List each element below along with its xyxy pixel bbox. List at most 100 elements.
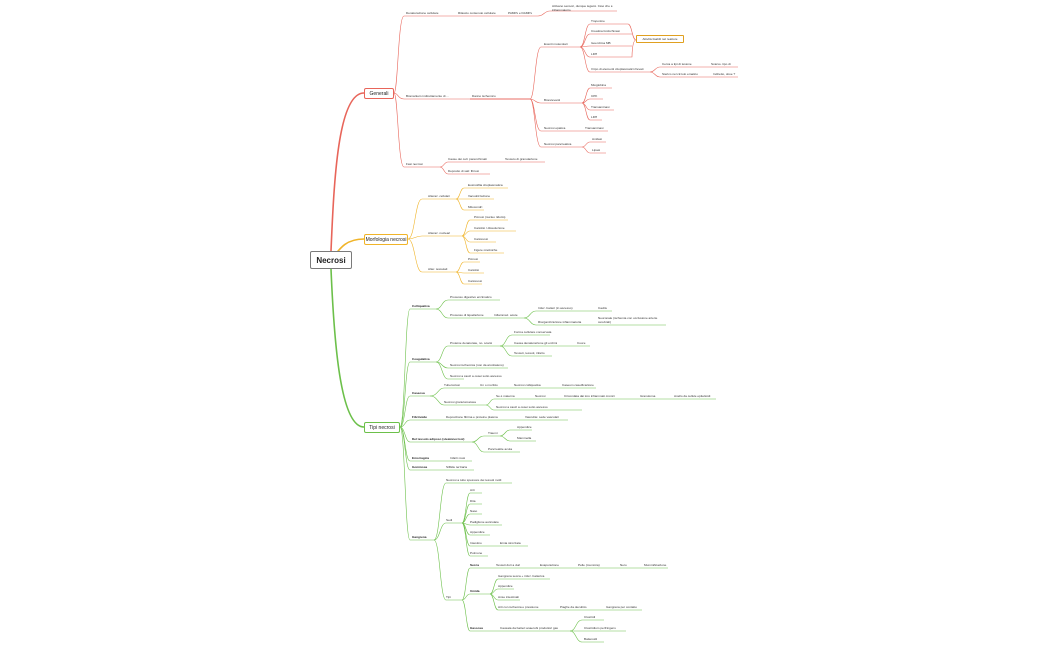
label-necrosi-epatica: Necrosi epatica <box>544 126 566 130</box>
label-clostridi: Clostridi <box>584 615 596 619</box>
label-infiammaz: Infiammaz. acute <box>494 313 518 317</box>
label-naso: Naso <box>470 509 478 513</box>
label-transaminasi: Transaminasi <box>591 105 610 109</box>
label-attiva: Attivano sensori, dunque legami. Cioè ch… <box>552 4 613 12</box>
label-forma: Forma cellulare conservata <box>514 330 552 334</box>
label-appendice2: Appendice <box>470 530 485 534</box>
label-cuore: Cuore <box>577 341 586 345</box>
label-caseum: Caseum caseificazione <box>562 383 594 387</box>
label-fasi: Fasi necrosi <box>406 162 423 166</box>
label-caseosa: Caseosa <box>412 391 425 395</box>
summary-box: Attività lisabili nel reattore <box>636 35 684 43</box>
node-tipi[interactable]: Tipi necrosi <box>364 422 400 433</box>
label-necrosi-pancreatica: Necrosi pancreatica <box>544 142 572 146</box>
label-creatina: Creatina fosfochinasi <box>591 29 620 33</box>
label-troponine: Troponine <box>591 19 605 23</box>
label-mummificata: Mummificazione <box>644 563 667 567</box>
label-nero: Nero <box>620 563 627 567</box>
label-figure: Figure mieliniche <box>474 248 498 252</box>
label-proc-digestivo: Processo digestivo enzimatico <box>450 295 492 299</box>
label-sierica: Sierico nel circolo ematico <box>662 72 698 76</box>
label-clostridium: Clostridium perfringens <box>584 626 616 630</box>
label-carioressi2: Carioressi <box>468 279 482 283</box>
label-circondata: Circondata dai loro infiammati cronici <box>564 394 615 398</box>
label-picnosi2: Picnosi <box>468 257 478 261</box>
label-ldh1: LDH <box>591 52 598 56</box>
label-tipi: Tipi <box>446 595 451 599</box>
label-nucleari: Alteraz. nucleari <box>428 231 451 235</box>
label-ldh2: LDH <box>591 115 598 119</box>
label-traumi: Traumi <box>488 431 498 435</box>
label-mitocondri: Mitocondri <box>468 205 483 209</box>
label-granuloma-mono: Necrosi granulomatosa <box>444 400 476 404</box>
label-mioglobina: Mioglobina <box>591 83 606 87</box>
label-circolazione: Riorganizzazione infiammatoria <box>538 320 582 324</box>
label-liquef: Necrosi a cauzi a ossei sotto ascesso <box>450 374 502 378</box>
label-vasculite: Vasculite: sede vascolari <box>525 415 559 419</box>
label-neurale: Neuronale (ischemia con occlusione arter… <box>598 316 658 324</box>
label-padiglione: Padiglione auricolare <box>470 520 499 524</box>
label-coagulativa: Coagulativa <box>412 357 430 361</box>
label-processo-infettivo: Processo di liquefazione <box>450 313 484 317</box>
label-cavita: Cavità <box>598 306 607 310</box>
label-colliquativa: Colliquativa <box>412 304 430 308</box>
label-emorragica: Emorragica <box>412 456 430 460</box>
label-infarti-rossi: Infarti rossi <box>450 456 466 460</box>
label-cariolisi: Cariolisi / dissoluzione <box>474 226 505 230</box>
label-anse: Anse intestinali <box>498 595 519 599</box>
label-danno: Danno ischemico <box>472 94 496 98</box>
branch-tipi <box>330 268 365 428</box>
label-appendice3: Appendice <box>498 584 513 588</box>
label-indiretto: Indiretto, dove ? <box>713 72 736 76</box>
label-pamps: PAMPs e DAMPs <box>508 11 533 15</box>
label-tessuti-duri: Tessuti duri a duri <box>496 563 521 567</box>
label-ernia: Ernia strozzata <box>500 541 521 545</box>
label-isoenzima: Isoenzima MB <box>591 41 611 45</box>
label-depositi-fibrina: Deposizione fibrina e proteine plasma <box>446 415 498 419</box>
label-sistemica: Necrosi a cauzi a ossei sotto ascesso <box>496 405 548 409</box>
label-sifilide: Sifilide terziaria <box>446 465 467 469</box>
label-no-morfolo: Un o morfolo <box>480 383 498 387</box>
label-intestino: Intestino <box>470 541 482 545</box>
label-polmone: Polmone <box>470 551 483 555</box>
label-necrosi-ischemica: Necrosi ischemica (non da arcobaleno) <box>450 363 504 367</box>
label-gangrena: Gangrena <box>412 535 427 539</box>
label-batteroidi: Batteroidi <box>584 637 598 641</box>
label-appendice: Appendice <box>517 425 532 429</box>
label-arti: Arti <box>470 488 475 492</box>
label-arti-ischemici: Arti con ischemia e pressione <box>498 605 539 609</box>
label-sedi: Sedi <box>446 518 453 522</box>
label-vacuolizzazione: Vacuolizzazione <box>468 194 491 198</box>
label-cell-tessuti: Alter. tessutali <box>428 267 448 271</box>
label-eosinofilia: Eosinofilia citoplasmatica <box>468 183 503 187</box>
label-anello: Anello da cellule epitelioidi <box>674 394 711 398</box>
branch-generali <box>330 92 365 252</box>
label-pancreatite: Pancreatite acuta <box>488 447 513 451</box>
label-cause: Cause dei cell. parenchimali <box>448 157 487 161</box>
label-fibrinoide: Fibrinoide <box>412 415 427 419</box>
label-alterazioni: Alteraz. cellulari <box>428 194 450 198</box>
label-proteine: Proteine denaturate, no. scarsi <box>450 341 493 345</box>
label-umida: Umida <box>470 589 480 593</box>
label-utile: Il tipo di elementi citoplasmatici rilev… <box>591 67 644 71</box>
label-dita: Dita <box>470 499 476 503</box>
label-necrosi: Necrosi <box>535 394 546 398</box>
label-necrosi-cardiaca: Biorelevanti <box>544 98 561 102</box>
label-deposito: Deposito di sali: fibrosi <box>448 169 479 173</box>
label-se-materna: Se è materna <box>496 394 515 398</box>
label-infez-batteri: Infez. batteri (in ascesso) <box>538 306 573 310</box>
label-gangrena-secca: Gangrena secca + infez. batterica <box>498 574 545 578</box>
label-tubercolosi: Tubercolosi <box>444 383 460 387</box>
label-scarso: Scarso. tipo di <box>711 62 731 66</box>
label-gommosa: Gommosa <box>412 465 428 469</box>
label-necrosi-colliquativa: Necrosi colliquativa <box>514 383 541 387</box>
label-definizione: Necrosi a tutto spessore dei tessuti mol… <box>446 478 502 482</box>
label-grasso: Del tessuto adiposo (steatonecrosi) <box>412 437 465 441</box>
label-tessuti: Tessuti, tessuti, infarto <box>514 351 545 355</box>
label-ckmb: CPK <box>591 94 598 98</box>
root-node[interactable]: Necrosi <box>310 251 352 269</box>
node-generali[interactable]: Generali <box>364 88 394 99</box>
label-transaminasi2: Transaminasi <box>585 126 604 130</box>
node-morfologia[interactable]: Morfologia necrosi <box>364 234 408 245</box>
